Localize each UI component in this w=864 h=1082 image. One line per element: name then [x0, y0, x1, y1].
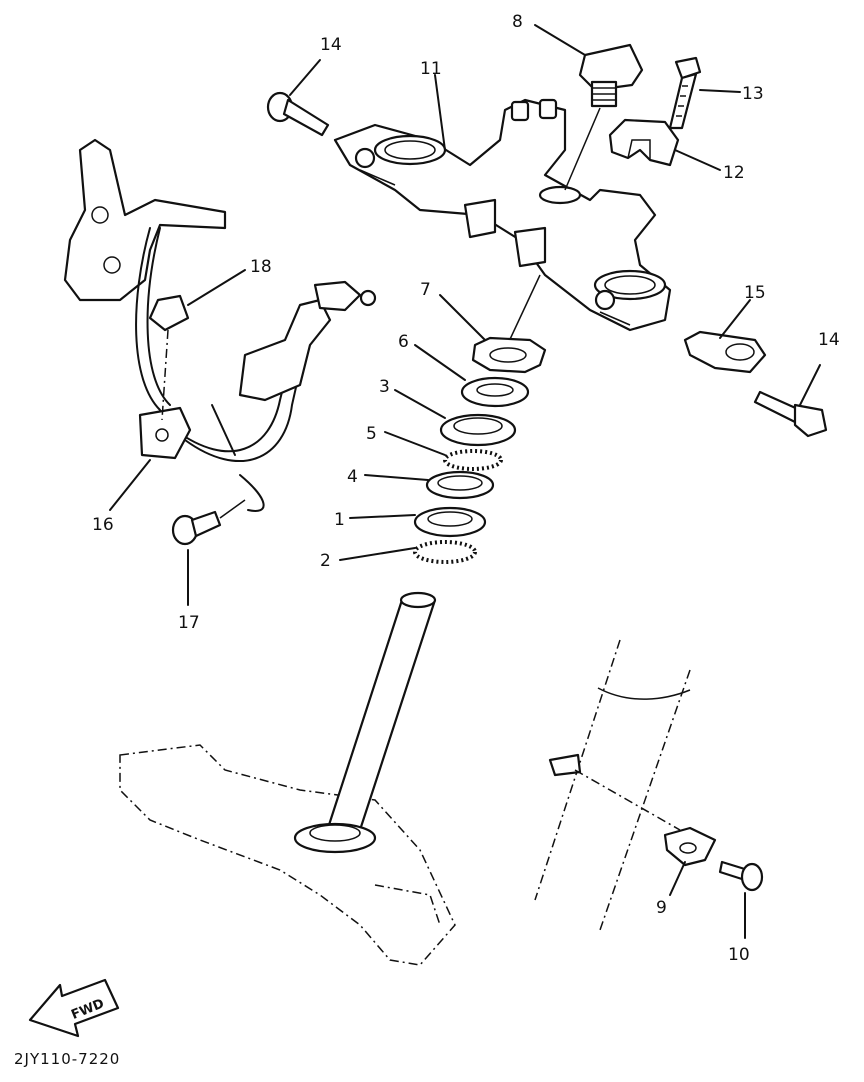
leader-12 [674, 149, 721, 171]
callout-12: 12 [723, 163, 745, 183]
bolt-17-axis [219, 499, 246, 519]
callout-14-lower: 14 [818, 330, 840, 350]
leader-9 [669, 861, 686, 896]
leader-18 [187, 269, 246, 306]
grommet [148, 294, 190, 332]
fork-guide-mount [548, 753, 582, 777]
upper-bracket [333, 98, 672, 332]
guide-bolt [718, 860, 764, 892]
fork-tube [534, 639, 691, 931]
callout-2: 2 [320, 551, 331, 571]
bearing-cover [439, 413, 517, 447]
brake-hose-guide [663, 826, 717, 867]
upper-ball-race [443, 449, 503, 471]
callout-9: 9 [656, 898, 667, 918]
upper-bearing-race [425, 470, 495, 500]
leader-3 [394, 389, 446, 419]
leader-7 [439, 294, 486, 341]
callout-5: 5 [366, 424, 377, 444]
callout-18: 18 [250, 257, 272, 277]
leader-16 [109, 459, 151, 511]
callout-16: 16 [92, 515, 114, 535]
pinch-bolt-upper [266, 91, 330, 137]
callout-13: 13 [742, 84, 764, 104]
leader-8-axis [564, 107, 601, 191]
callout-14-upper: 14 [320, 35, 342, 55]
ring-nut [471, 336, 547, 374]
stay-bolt [171, 510, 222, 546]
leader-4 [364, 474, 429, 481]
lower-bearing-race [413, 506, 487, 538]
callout-1: 1 [334, 510, 345, 530]
guide-axis [574, 769, 681, 831]
clamp-bolt [668, 56, 702, 130]
stem-axis [504, 274, 541, 351]
callout-3: 3 [379, 377, 390, 397]
leader-1 [349, 514, 416, 519]
callout-7: 7 [420, 280, 431, 300]
leader-13 [699, 89, 741, 93]
callout-10: 10 [728, 945, 750, 965]
leader-5 [384, 431, 446, 456]
leader-15 [719, 299, 751, 339]
callout-4: 4 [347, 467, 358, 487]
forward-direction-arrow-icon: FWD [28, 978, 120, 1038]
callout-8: 8 [512, 12, 523, 32]
callout-15: 15 [744, 283, 766, 303]
leader-14b [799, 364, 821, 406]
lower-bracket [119, 744, 456, 966]
steering-stem [293, 591, 437, 854]
lower-ball-race [413, 540, 477, 564]
pinch-bolt-lower [753, 390, 828, 438]
leader-11 [434, 74, 446, 151]
headlight-stay [63, 138, 377, 512]
callout-11: 11 [420, 59, 442, 79]
handlebar-cap [608, 118, 680, 167]
drawing-code: 2JY110-7220 [14, 1050, 120, 1068]
callout-17: 17 [178, 613, 200, 633]
leader-6 [414, 344, 466, 381]
leader-14a [289, 59, 321, 96]
callout-6: 6 [398, 332, 409, 352]
grommet-axis [161, 329, 169, 421]
washer [460, 376, 530, 408]
leader-2 [339, 547, 416, 561]
steering-stem-bolt [578, 43, 644, 108]
leader-8 [534, 24, 586, 56]
cable-guide [683, 330, 767, 374]
